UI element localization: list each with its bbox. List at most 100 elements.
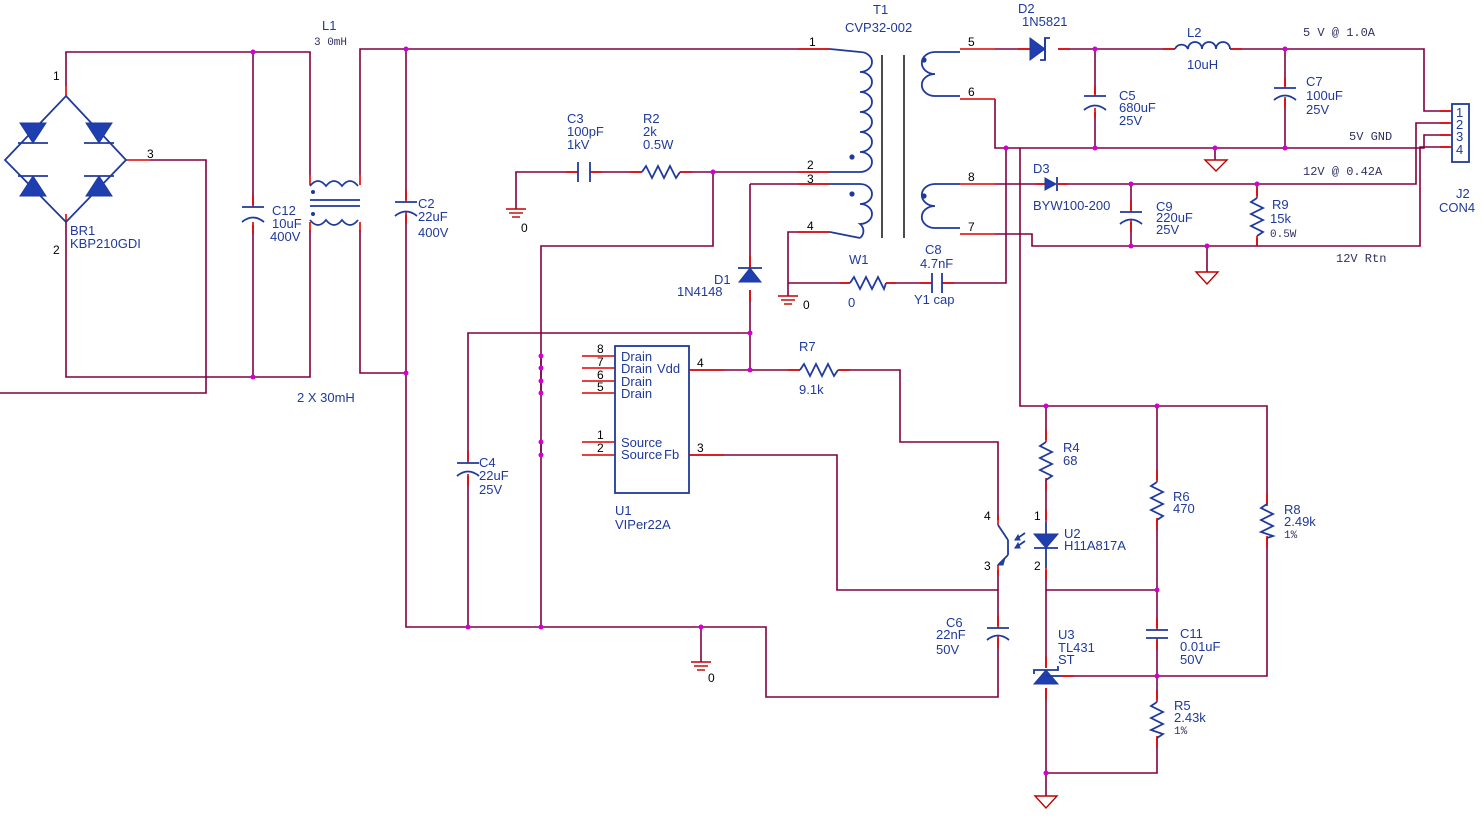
c9-rating: 25V bbox=[1156, 222, 1179, 237]
u1-label-drain-1: Drain bbox=[621, 349, 652, 364]
connector-j2: 1 2 3 4 J2 CON4 bbox=[1439, 103, 1475, 215]
w1-value: 0 bbox=[848, 295, 855, 310]
c3-ref: C3 bbox=[567, 111, 584, 126]
u1-label-drain-2: Drain bbox=[621, 361, 652, 376]
ground-icon bbox=[1203, 159, 1229, 172]
u2-ref: U2 bbox=[1064, 526, 1081, 541]
ground-icon: 0 bbox=[506, 208, 528, 235]
u1-pin-7: 7 bbox=[597, 355, 604, 369]
r8-tol: 1% bbox=[1284, 530, 1298, 542]
c8-rating: Y1 cap bbox=[914, 292, 954, 307]
resistor-r2: R2 2k 0.5W bbox=[641, 111, 681, 181]
t1-pin-5: 5 bbox=[968, 35, 975, 49]
wires bbox=[0, 48, 1450, 796]
capacitor-c5: C5 680uF 25V bbox=[1083, 88, 1156, 128]
j2-pin-2: 2 bbox=[1456, 117, 1463, 132]
c9-ref: C9 bbox=[1156, 199, 1173, 214]
t1-pin-7: 7 bbox=[968, 220, 975, 234]
inductor-l1: L1 3 0mH 2 X 30mH bbox=[297, 18, 360, 405]
u1-pin-6: 6 bbox=[597, 368, 604, 382]
ground-label-1: 0 bbox=[521, 221, 528, 235]
r4-ref: R4 bbox=[1063, 440, 1080, 455]
c11-value: 0.01uF bbox=[1180, 639, 1221, 654]
ic-u1: 8 7 6 5 1 2 4 3 Drain Drain Vdd Drain Dr… bbox=[597, 342, 704, 532]
c3-rating: 1kV bbox=[567, 137, 590, 152]
r6-value: 470 bbox=[1173, 501, 1195, 516]
resistor-r5: R5 2.43k 1% bbox=[1148, 698, 1206, 739]
u3-part: TL431 bbox=[1058, 640, 1095, 655]
optocoupler-u2: 4 3 1 2 U2 H11A817A bbox=[984, 509, 1126, 573]
c5-rating: 25V bbox=[1119, 113, 1142, 128]
pin-stubs bbox=[65, 48, 1452, 748]
u3-suffix: ST bbox=[1058, 652, 1075, 667]
c2-rating: 400V bbox=[418, 225, 449, 240]
r9-rating: 0.5W bbox=[1270, 229, 1297, 241]
l2-ref: L2 bbox=[1187, 25, 1201, 40]
c4-value: 22uF bbox=[479, 468, 509, 483]
l1-ref: L1 bbox=[322, 18, 336, 33]
j2-pin-3: 3 bbox=[1456, 129, 1463, 144]
u2-pin-3: 3 bbox=[984, 559, 991, 573]
w1-ref: W1 bbox=[849, 252, 869, 267]
capacitor-c6: C6 22nF 50V bbox=[936, 615, 1010, 657]
r2-ref: R2 bbox=[643, 111, 660, 126]
t1-pin-2: 2 bbox=[807, 158, 814, 172]
c4-rating: 25V bbox=[479, 482, 502, 497]
u2-part: H11A817A bbox=[1064, 538, 1126, 553]
inductor-l2: L2 10uH bbox=[1174, 25, 1231, 72]
j2-pin-1: 1 bbox=[1456, 105, 1463, 120]
diode-d3: D3 BYW100-200 bbox=[1033, 161, 1110, 213]
c6-value: 22nF bbox=[936, 627, 966, 642]
r5-value: 2.43k bbox=[1174, 710, 1206, 725]
bridge-rectifier-br1: 1 2 3 BR1 KBP210GDI bbox=[3, 69, 154, 257]
br1-pin3: 3 bbox=[147, 147, 154, 161]
t1-pin-4: 4 bbox=[807, 219, 814, 233]
u1-pin-2: 2 bbox=[597, 441, 604, 455]
capacitor-c9: C9 220uF 25V bbox=[1119, 199, 1193, 237]
d2-part: 1N5821 bbox=[1022, 14, 1068, 29]
c8-value: 4.7nF bbox=[920, 256, 953, 271]
junction-dots bbox=[250, 46, 1288, 776]
l1-note: 2 X 30mH bbox=[297, 390, 355, 405]
resistor-r4: R4 68 bbox=[1037, 440, 1080, 481]
l1-value: 3 0mH bbox=[314, 37, 347, 49]
c12-value: 10uF bbox=[272, 216, 302, 231]
ground-icon: 0 bbox=[691, 627, 715, 685]
u1-pin-5: 5 bbox=[597, 380, 604, 394]
resistor-r9: R9 15k 0.5W bbox=[1248, 197, 1297, 241]
c11-ref: C11 bbox=[1180, 626, 1203, 641]
r4-value: 68 bbox=[1063, 453, 1077, 468]
ground-label-2: 0 bbox=[803, 298, 810, 312]
d1-ref: D1 bbox=[714, 272, 731, 287]
ground-symbols: 0 0 0 bbox=[506, 159, 1229, 810]
c8-ref: C8 bbox=[925, 242, 942, 257]
diode-d1: D1 1N4148 bbox=[677, 267, 763, 299]
u1-label-vdd: Vdd bbox=[657, 361, 680, 376]
capacitor-c2: C2 22uF 400V bbox=[394, 196, 449, 240]
j2-ref: J2 bbox=[1456, 186, 1470, 201]
c2-ref: C2 bbox=[418, 196, 435, 211]
ground-label-3: 0 bbox=[708, 671, 715, 685]
u1-pin-1: 1 bbox=[597, 428, 604, 442]
c5-ref: C5 bbox=[1119, 88, 1136, 103]
r8-ref: R8 bbox=[1284, 502, 1301, 517]
c9-value: 220uF bbox=[1156, 210, 1193, 225]
u1-pin-3: 3 bbox=[697, 441, 704, 455]
u2-pin-2: 2 bbox=[1034, 559, 1041, 573]
c6-ref: C6 bbox=[946, 615, 963, 630]
u1-part: VIPer22A bbox=[615, 517, 671, 532]
shunt-regulator-u3: U3 TL431 ST bbox=[1032, 627, 1095, 685]
capacitor-c3: C3 100pF 1kV bbox=[567, 111, 604, 182]
u1-label-source-1: Source bbox=[621, 435, 662, 450]
c12-ref: C12 bbox=[272, 203, 296, 218]
c5-value: 680uF bbox=[1119, 100, 1156, 115]
resistor-r8: R8 2.49k 1% bbox=[1258, 502, 1316, 542]
c3-value: 100pF bbox=[567, 124, 604, 139]
t1-pin-1: 1 bbox=[809, 35, 816, 49]
t1-pin-3: 3 bbox=[807, 172, 814, 186]
resistor-r7: R7 9.1k bbox=[799, 339, 839, 397]
r9-ref: R9 bbox=[1272, 197, 1289, 212]
u1-label-fb: Fb bbox=[664, 447, 679, 462]
capacitor-c8: C8 4.7nF Y1 cap bbox=[914, 242, 954, 307]
capacitor-c7: C7 100uF 25V bbox=[1273, 74, 1343, 117]
